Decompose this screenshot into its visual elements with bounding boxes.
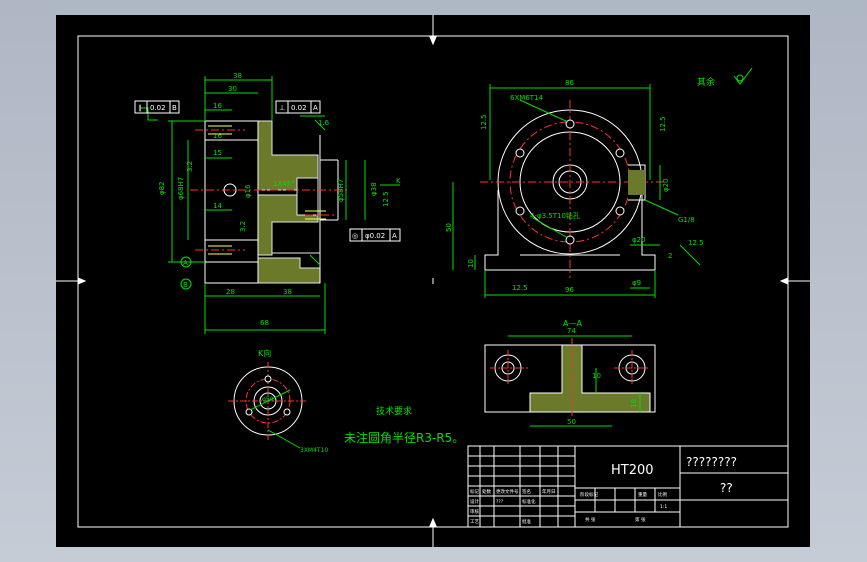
- tb-sheet: 第 张: [635, 516, 646, 523]
- tol-c-value: φ0.02: [365, 232, 385, 240]
- tb-signature: 签名: [522, 488, 531, 495]
- tb-design: 设计: [470, 498, 479, 505]
- tb-approve: 批准: [522, 518, 531, 525]
- roughness-symbol: 其余: [697, 67, 753, 88]
- dim-38-bottom: 38: [283, 288, 292, 296]
- dim-phi68h7: φ68H7: [177, 177, 185, 200]
- rough-12-5: 12.5: [382, 191, 390, 207]
- rough-base: 12.5: [512, 284, 528, 292]
- front-center-hole: [223, 183, 237, 197]
- tech-req-title: 技术要求: [376, 405, 412, 417]
- dim-50-section: 50: [567, 418, 576, 426]
- tech-req-text: 未注圆角半径R3-R5。: [344, 430, 464, 445]
- dim-phi16: φ16: [244, 184, 252, 198]
- note-6xm6: 6XM6T14: [510, 94, 543, 102]
- dim-16-a: 16: [213, 102, 222, 110]
- dim-74: 74: [567, 327, 576, 335]
- datum-a-label: A: [183, 259, 188, 267]
- rough-3-2-a: 3.2: [186, 161, 194, 172]
- drawing-subtitle: ??: [720, 481, 733, 495]
- tb-weight: 重量: [638, 491, 647, 498]
- dim-50: 50: [445, 223, 453, 232]
- dim-phi9: φ9: [632, 279, 641, 287]
- technical-requirements: 技术要求 未注圆角半径R3-R5。: [344, 405, 464, 445]
- tb-standard: 标准化: [522, 498, 536, 505]
- section-label: A—A: [563, 319, 582, 328]
- dim-28: 28: [226, 288, 235, 296]
- rough-3-2-b: 3.2: [239, 221, 247, 232]
- dim-96: 96: [565, 286, 574, 294]
- section-hatch: [529, 344, 651, 413]
- dim-86: 86: [565, 79, 574, 87]
- dim-phi38: φ38: [370, 182, 378, 196]
- dim-phi20-base: φ20: [632, 236, 646, 244]
- dim-68: 68: [260, 319, 269, 327]
- rough-side-left: 12.5: [480, 114, 488, 130]
- tol-a-datum: B: [172, 104, 177, 112]
- tb-designer: ???: [496, 499, 504, 505]
- dim-10-section-b: 10: [630, 399, 638, 408]
- dim-10-section-a: 10: [592, 372, 601, 380]
- drawing-title: ????????: [686, 455, 737, 469]
- tb-scale-value: 1:1: [660, 504, 667, 510]
- note-3xm4: 3XM4T10: [300, 447, 328, 454]
- k-view: K向 φ50 3XM4T10: [228, 348, 328, 454]
- tol-c-datum: A: [392, 232, 397, 240]
- dim-30: 30: [228, 85, 237, 93]
- rough-side-right: 12.5: [659, 116, 667, 132]
- tb-process: 工艺: [470, 519, 479, 525]
- dim-38-top: 38: [233, 72, 242, 80]
- side-dimensions: 86 12.5 12.5 50 10 12.5 96 φ9 φ20 φ20 2 …: [445, 79, 704, 294]
- hatch-lower: [257, 194, 319, 256]
- dim-15: 15: [213, 149, 222, 157]
- section-a-a-view: A—A 74: [484, 319, 656, 427]
- title-block: HT200 ???????? ?? 标记 处数 更改文件号 签名 年月日 设计 …: [467, 445, 789, 528]
- tb-count: 处数: [482, 488, 491, 495]
- tol-b-symbol: ⊥: [279, 104, 285, 112]
- view-k-arrow-label: K: [396, 177, 401, 185]
- tol-b-datum: A: [313, 104, 318, 112]
- dim-phi50: φ50: [262, 396, 274, 403]
- tol-a-value: 0.02: [150, 104, 166, 112]
- rough-1-6: 1.6: [318, 119, 330, 127]
- datum-b-label: B: [183, 281, 188, 289]
- dim-10-side: 10: [467, 259, 475, 268]
- dim-phi82: φ82: [158, 181, 166, 195]
- tol-b-value: 0.02: [291, 104, 307, 112]
- material-label: HT200: [611, 463, 654, 478]
- tb-stage: 阶段标记: [580, 491, 598, 498]
- dim-phi58h7: φ58H7: [337, 179, 345, 202]
- dim-chamfer: 1X45°: [273, 180, 295, 188]
- tb-mark: 标记: [470, 488, 479, 495]
- tb-sheets: 共 张: [585, 516, 596, 523]
- dim-2: 2: [668, 252, 672, 260]
- front-dimensions: 38 30 16 16 15 14 28 38 68 φ82 φ68H7 φ16…: [158, 72, 401, 327]
- k-view-label: K向: [258, 348, 271, 358]
- dim-14: 14: [213, 202, 222, 210]
- tol-a-symbol: ∥: [138, 104, 142, 112]
- tb-change-doc: 更改文件号: [496, 488, 519, 495]
- tol-c-symbol: ◎: [352, 232, 358, 240]
- dim-16-b: 16: [213, 132, 222, 140]
- rough-12-5-side: 12.5: [688, 239, 704, 247]
- side-view: 86 12.5 12.5 50 10 12.5 96 φ9 φ20 φ20 2 …: [445, 67, 753, 298]
- centering-marks: [56, 15, 810, 547]
- tb-date: 年月日: [542, 488, 556, 495]
- dim-phi20-port: φ20: [662, 178, 670, 192]
- note-g18: G1/8: [678, 216, 695, 224]
- note-holes: 4-φ3.5T10钻孔: [530, 211, 580, 220]
- roughness-note: 其余: [697, 76, 715, 88]
- tb-review: 审核: [470, 508, 479, 515]
- tb-scale: 比例: [658, 491, 667, 498]
- front-view: ∥ 0.02 B ⊥ 0.02 A ◎ φ0.02 A 38 30 16 16 …: [134, 72, 401, 334]
